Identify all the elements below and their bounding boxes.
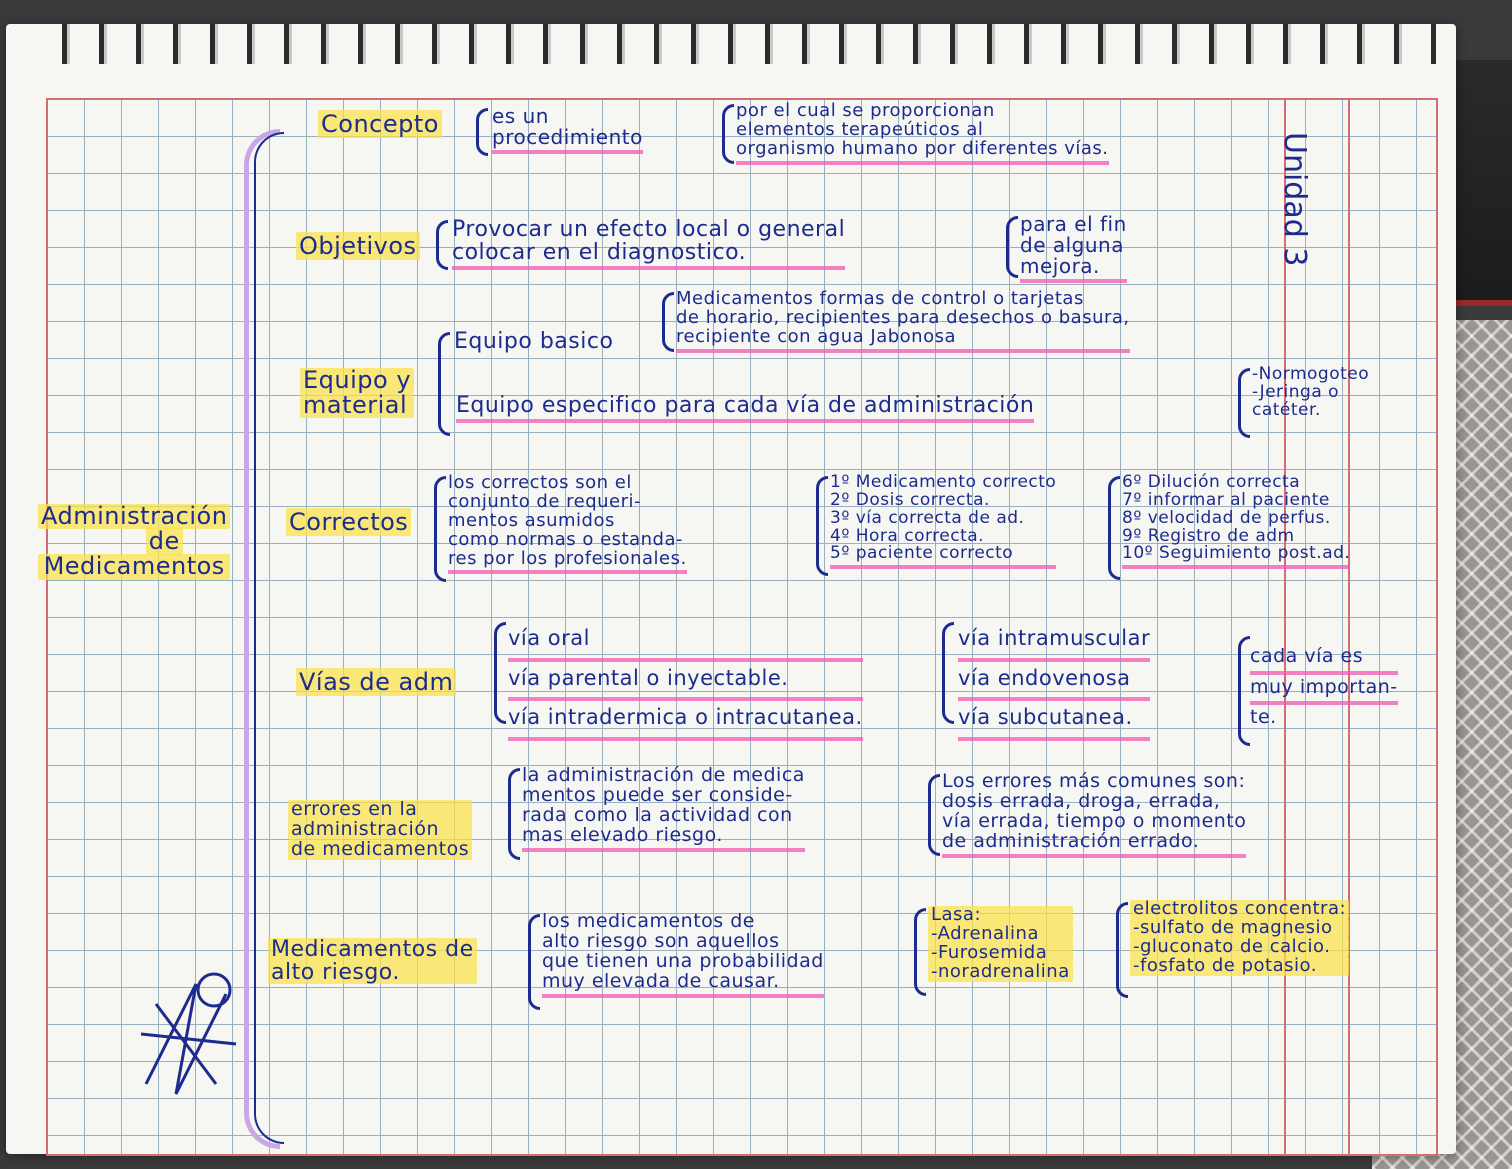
margin-line-left [1284,98,1286,1156]
brace [1238,368,1250,438]
signature-drawing [140,972,237,1095]
alto-riesgo-c: electrolitos concentra: -sulfato de magn… [1130,899,1350,976]
brace [1108,476,1120,580]
margin-line-right [1348,98,1350,1156]
brace [434,476,446,582]
vias-a: vía oral vía parental o inyectable. vía … [508,622,863,741]
main-title: Administración de Medicamentos [38,503,231,580]
brace [528,914,540,1010]
topic-equipo: Equipo y material [300,367,415,419]
brace [662,292,674,352]
errores-b: Los errores más comunes son: dosis errad… [942,771,1247,858]
objetivos-a: Provocar un efecto local o general coloc… [452,218,846,271]
brace [1116,902,1128,998]
brace [508,768,520,860]
topic-concepto: Concepto [318,110,442,138]
brace [438,332,450,436]
topic-vias: Vías de adm [296,668,457,696]
correctos-c: 6º Dilución correcta 7º informar al paci… [1122,473,1351,570]
brace [942,622,954,724]
brace [476,108,488,156]
correctos-b: 1º Medicamento correcto 2º Dosis correct… [830,473,1057,570]
topic-errores: errores en la administración de medicame… [288,799,473,860]
equipo-especifico: -Normogoteo -Jeringa o catéter. [1252,364,1370,420]
main-title-line: Administración [38,503,231,530]
brace [1006,216,1018,278]
equipo-basico-label: Equipo basico [454,329,614,354]
brace [1238,636,1250,746]
correctos-a: los correctos son el conjunto de requeri… [448,473,687,575]
brace [816,476,828,576]
brace [436,220,448,270]
equipo-basico: Medicamentos formas de control o tarjeta… [676,289,1130,353]
concepto-a: es un procedimiento [492,106,643,154]
vias-b: vía intramuscular vía endovenosa vía sub… [958,622,1151,741]
spiral-binding [46,24,1436,64]
errores-a: la administración de medica mentos puede… [522,765,805,852]
brace [914,908,926,996]
topic-alto-riesgo: Medicamentos de alto riesgo. [268,938,477,984]
brace [928,774,940,856]
brace [494,622,506,724]
main-title-line: Medicamentos [38,554,231,580]
topic-objetivos: Objetivos [296,232,420,260]
alto-riesgo-a: los medicamentos de alto riesgo son aque… [542,911,824,998]
concepto-b: por el cual se proporcionan elementos te… [736,101,1109,165]
brace [722,104,734,164]
topic-correctos: Correctos [286,508,412,536]
main-title-line: de [145,527,183,556]
notebook-page: Unidad 3 Administración de Medicamentos … [6,24,1456,1156]
alto-riesgo-b: Lasa: -Adrenalina -Furosemida -noradrena… [928,905,1073,982]
equipo-especifico-label: Equipo especifico para cada vía de admin… [456,394,1035,424]
objetivos-b: para el fin de alguna mejora. [1020,214,1127,283]
main-brace [254,132,284,1144]
side-title: Unidad 3 [1277,132,1312,267]
vias-c: cada vía es muy importan- te. [1250,645,1398,729]
